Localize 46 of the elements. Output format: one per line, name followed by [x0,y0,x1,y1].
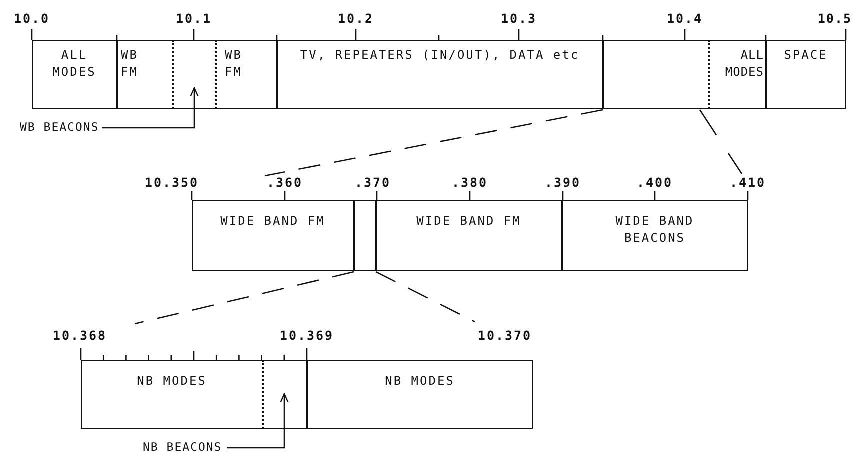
frequency-label: 10.370 [478,329,532,343]
band-segment [766,40,846,109]
frequency-label: .400 [636,176,674,190]
segment-label: WB FM [121,47,140,81]
frequency-label: 10.2 [338,12,374,26]
band-segment [562,200,748,271]
band-segment [192,200,354,271]
segment-label: ALL MODES [52,47,98,81]
frequency-label: 10.5 [818,12,852,26]
band-segment [81,360,262,429]
frequency-label: 10.0 [14,12,50,26]
segment-label: WIDE BAND BEACONS [614,213,696,247]
band-segment [117,40,172,109]
leader-arrow [227,393,289,449]
frequency-label: .390 [544,176,582,190]
segment-label: SPACE [783,47,829,64]
frequency-label: .410 [730,176,766,190]
frequency-label: 10.4 [666,12,704,26]
band-segment [217,40,277,109]
segment-label: WIDE BAND FM [416,213,522,230]
frequency-label: .370 [354,176,392,190]
frequency-label: .360 [266,176,304,190]
frequency-label: 10.369 [280,329,334,343]
frequency-label: .380 [452,176,488,190]
band-segment [277,40,603,109]
band-segment [307,360,533,429]
band-segment [708,40,766,109]
band-segment [603,40,708,109]
band-segment [354,200,376,271]
segment-label: NB MODES [136,373,208,390]
segment-label: ALL MODES [724,47,764,81]
band-segment [376,200,562,271]
band-segment [32,40,117,109]
segment-label: WB BEACONS [20,119,100,135]
band-segment [262,360,307,429]
frequency-label: 10.1 [176,12,212,26]
segment-label: NB BEACONS [143,439,224,455]
segment-label: TV, REPEATERS (IN/OUT), DATA etc [299,47,581,64]
frequency-label: 10.3 [500,12,538,26]
segment-label: WIDE BAND FM [220,213,326,230]
segment-label: WB FM [225,47,244,81]
segment-label: NB MODES [384,373,456,390]
leader-arrow [102,87,199,129]
frequency-label: 10.368 [52,329,108,343]
band-segment [172,40,217,109]
frequency-label: 10.350 [144,176,200,190]
